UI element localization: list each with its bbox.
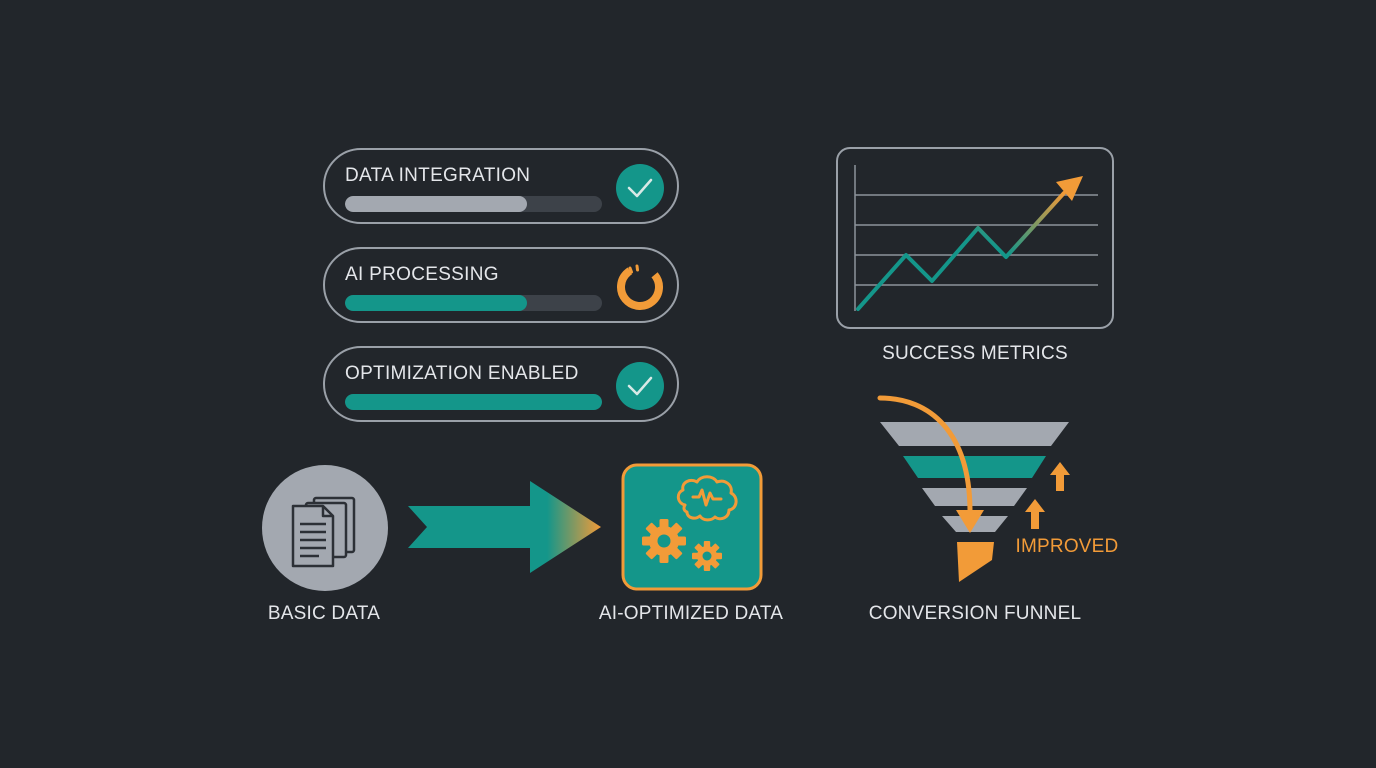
status-label: DATA INTEGRATION [345, 165, 531, 186]
status-item-optimization-enabled: OPTIMIZATION ENABLED [323, 346, 679, 422]
progress-fill [345, 295, 528, 311]
progress-track [345, 295, 602, 311]
progress-fill [345, 196, 528, 212]
check-icon [616, 362, 664, 410]
status-label: OPTIMIZATION ENABLED [345, 363, 579, 384]
status-label: AI PROCESSING [345, 264, 499, 285]
spinner-icon [617, 264, 663, 310]
trend-up-arrow-icon [854, 165, 1098, 311]
status-item-data-integration: DATA INTEGRATION [323, 148, 679, 224]
ai-brain-gears-icon [621, 463, 763, 591]
status-item-ai-processing: AI PROCESSING [323, 247, 679, 323]
success-metrics-chart [836, 147, 1114, 329]
progress-track [345, 394, 602, 410]
conversion-funnel-label: CONVERSION FUNNEL [868, 603, 1082, 624]
check-icon [616, 164, 664, 212]
success-metrics-label: SUCCESS METRICS [882, 343, 1068, 364]
documents-icon [262, 465, 388, 591]
basic-data-label: BASIC DATA [267, 603, 381, 624]
funnel-icon [877, 395, 1070, 582]
improved-label: IMPROVED [1015, 536, 1119, 557]
progress-fill [345, 394, 602, 410]
progress-track [345, 196, 602, 212]
flow-arrow-icon [408, 481, 601, 573]
ai-optimized-data-label: AI-OPTIMIZED DATA [598, 603, 784, 624]
